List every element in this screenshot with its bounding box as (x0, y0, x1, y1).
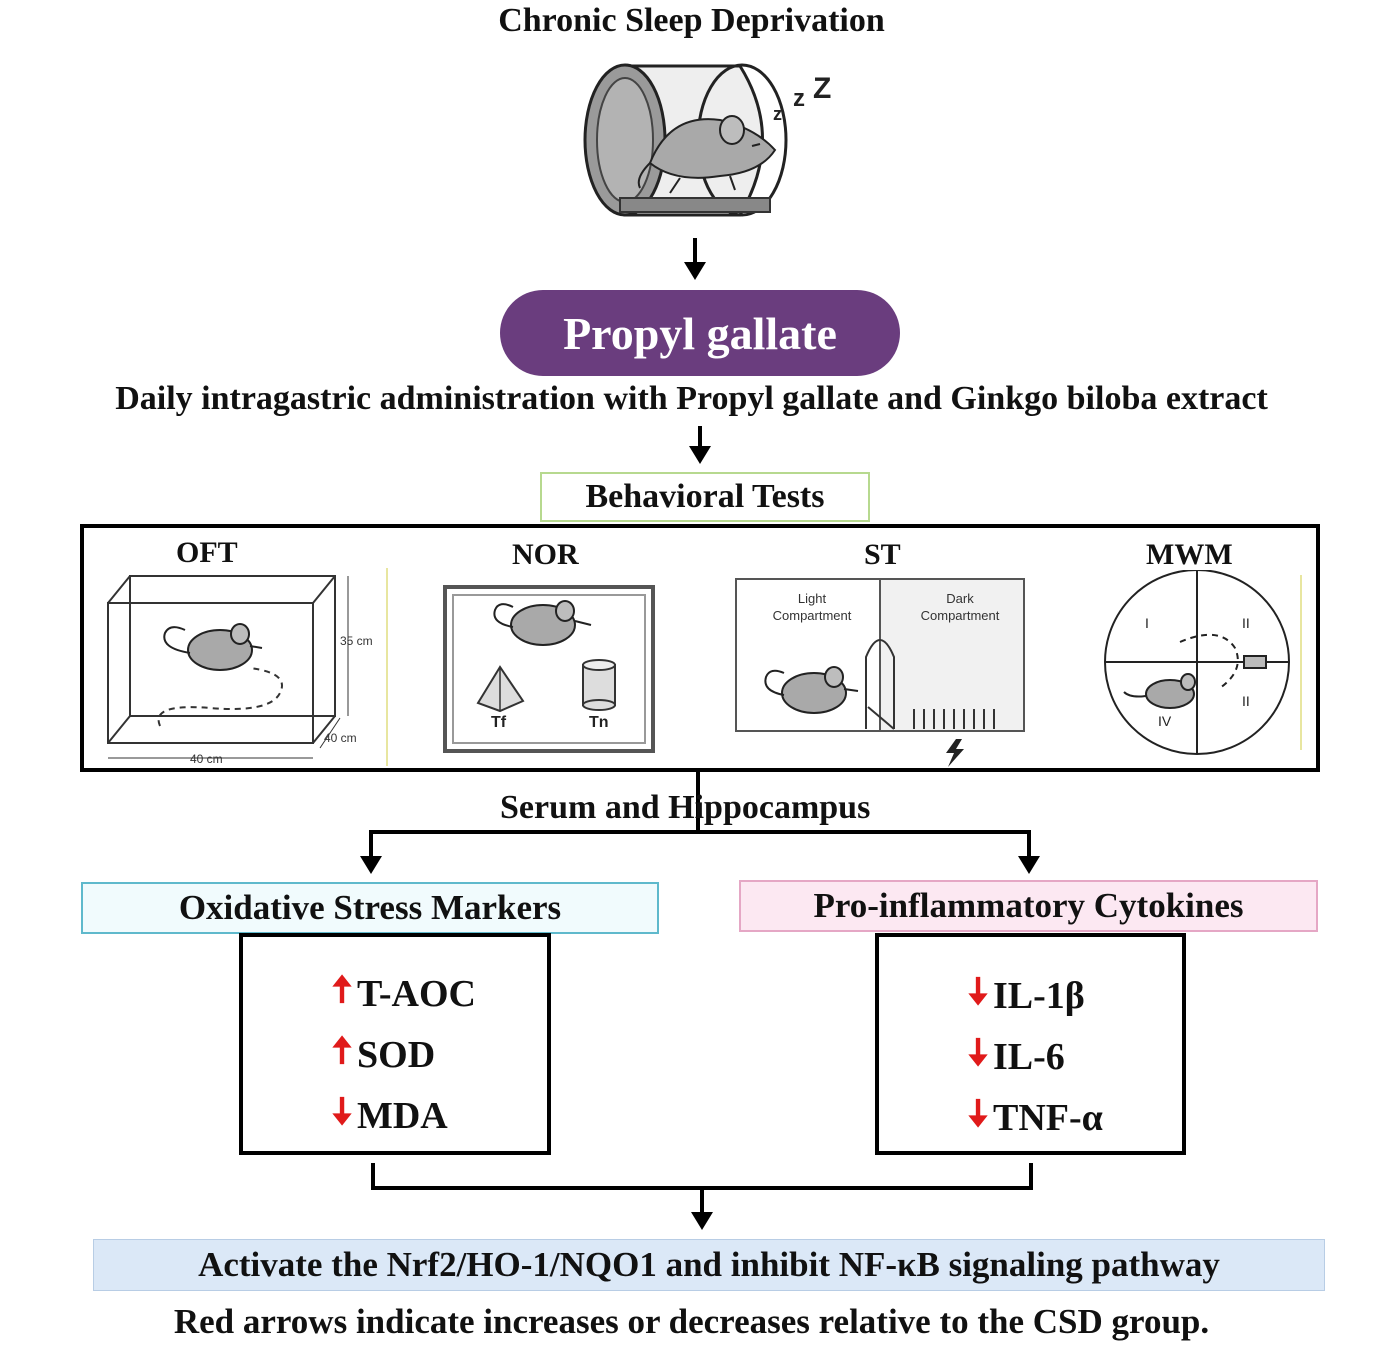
marker-row: 🠅 T-AOC (327, 961, 476, 1026)
quadrant-label-4: IV (1158, 713, 1172, 729)
arrow-up-icon: 🠅 (331, 967, 353, 1011)
pyramid-object-icon (476, 665, 525, 713)
lightning-icon (946, 739, 964, 767)
marker-label: SOD (357, 1033, 436, 1076)
cytokines-box: 🠇 IL-1β 🠇 IL-6 🠇 TNF-α (875, 933, 1186, 1155)
oft-depth-label: 40 cm (324, 731, 357, 745)
pathway-box: Activate the Nrf2/HO-1/NQO1 and inhibit … (93, 1239, 1325, 1291)
zzz-text: z (773, 104, 782, 124)
object-label-tn: Tn (589, 714, 609, 731)
marker-row: 🠇 MDA (327, 1083, 448, 1148)
oxidative-markers-box: 🠅 T-AOC 🠅 SOD 🠇 MDA (239, 933, 551, 1155)
behavioral-tests-panel (80, 524, 1320, 772)
shock-grid (913, 709, 995, 729)
cytokines-heading: Pro-inflammatory Cytokines (739, 880, 1318, 932)
marker-label: TNF-α (993, 1096, 1103, 1139)
test-label-mwm: MWM (1146, 538, 1233, 571)
marker-row: 🠅 SOD (327, 1022, 436, 1087)
diagram-title: Chronic Sleep Deprivation (498, 2, 885, 39)
arrow-up-icon: 🠅 (331, 1028, 353, 1072)
sampling-label: Serum and Hippocampus (500, 789, 871, 826)
oft-open-field-illustration: 35 cm 40 cm 40 cm (107, 568, 388, 766)
marker-row: 🠇 TNF-α (963, 1085, 1103, 1150)
svg-text:z: z (793, 85, 805, 112)
mwm-water-maze-illustration: I II II IV (1104, 570, 1302, 755)
treatment-label: Propyl gallate (563, 307, 837, 359)
mouse-icon (764, 666, 859, 714)
sleeping-mouse-icon (637, 115, 777, 194)
arrow-down-icon: 🠇 (967, 1091, 989, 1135)
marker-row: 🠇 IL-6 (963, 1024, 1065, 1089)
figure-note: Red arrows indicate increases or decreas… (173, 1302, 1210, 1341)
mouse-icon (163, 623, 263, 671)
test-label-oft: OFT (176, 536, 238, 569)
test-label-st: ST (864, 538, 901, 571)
svg-text:Compartment: Compartment (773, 608, 852, 623)
behavioral-tests-heading: Behavioral Tests (540, 472, 870, 522)
quadrant-label-2: II (1242, 615, 1250, 631)
arrow-down-icon: 🠇 (967, 1030, 989, 1074)
svg-text:Z: Z (813, 72, 831, 105)
dark-compartment-label: Dark (946, 591, 974, 606)
marker-label: MDA (357, 1094, 448, 1137)
oft-width-label: 40 cm (190, 752, 223, 766)
st-step-through-illustration: Light Compartment Dark Compartment (735, 578, 1025, 767)
marker-label: IL-6 (993, 1035, 1065, 1078)
object-label-tf: Tf (491, 714, 507, 731)
branch-connector (369, 830, 1031, 858)
marker-label: T-AOC (357, 972, 476, 1015)
arrow-down-icon: 🠇 (967, 969, 989, 1013)
svg-text:Compartment: Compartment (921, 608, 1000, 623)
quadrant-label-3: II (1242, 693, 1250, 709)
mouse-icon (493, 600, 592, 646)
oxidative-stress-heading: Oxidative Stress Markers (81, 882, 659, 934)
platform-icon (1243, 655, 1267, 669)
arrow-down-icon: 🠇 (331, 1089, 353, 1133)
marker-row: 🠇 IL-1β (963, 963, 1085, 1028)
cylinder-object-icon (582, 659, 616, 711)
treatment-pill: Propyl gallate (500, 290, 900, 376)
administration-text: Daily intragastric administration with P… (115, 380, 1268, 417)
sleep-deprivation-wheel: z z Z (583, 63, 831, 217)
merge-connector (371, 1163, 1033, 1190)
marker-label: IL-1β (993, 974, 1085, 1017)
quadrant-label-1: I (1145, 615, 1149, 631)
mouse-icon (1123, 673, 1196, 709)
light-compartment-label: Light (798, 591, 827, 606)
test-label-nor: NOR (512, 538, 579, 571)
nor-object-recognition-illustration: Tf Tn (443, 585, 655, 753)
oft-height-label: 35 cm (340, 634, 373, 648)
